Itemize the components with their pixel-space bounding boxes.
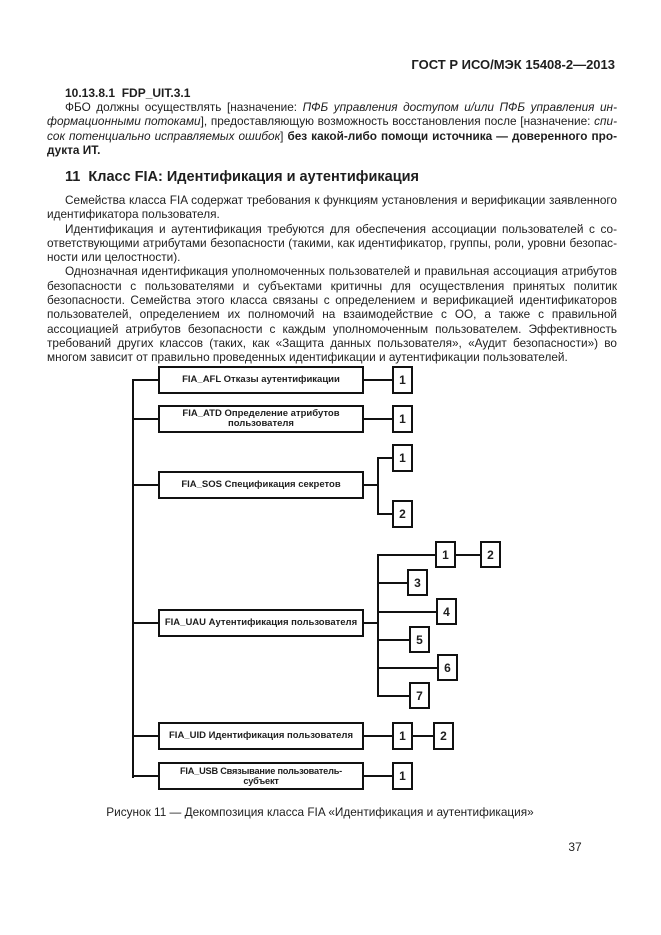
connector-line: [364, 775, 392, 777]
intro-seg-4-italic: спи­сок потенциально исправляемых ошибок: [47, 114, 617, 143]
connector-line: [377, 611, 436, 613]
connector-line: [364, 418, 392, 420]
family-box-fia-uid: FIA_UID Идентификация пользователя: [158, 722, 364, 750]
chapter-paragraph-3: Однозначная идентификация уполномоченных…: [47, 264, 617, 365]
connector-line: [377, 554, 435, 556]
connector-line: [377, 457, 392, 459]
component-box-fia-uau-6: 6: [437, 654, 458, 681]
component-box-fia-uid-1: 1: [392, 722, 413, 750]
chapter-heading: 11 Класс FIA: Идентификация и аутентифик…: [65, 169, 419, 185]
chapter-paragraph-1: Семейства класса FIA содержат требования…: [47, 193, 617, 222]
connector-line: [132, 484, 158, 486]
connector-line: [364, 735, 392, 737]
intro-seg-1: ФБО должны осуществлять [назначение:: [65, 100, 303, 114]
class-decomposition-diagram: FIA_AFL Отказы аутентификации 1 FIA_ATD …: [0, 360, 661, 806]
connector-line: [364, 622, 378, 624]
connector-line: [364, 379, 392, 381]
connector-line: [377, 457, 379, 515]
family-box-fia-atd: FIA_ATD Определение атрибутов пользовате…: [158, 405, 364, 433]
intro-seg-2-italic: ПФБ управления доступом и/или ПФБ управл…: [47, 100, 617, 129]
component-box-fia-afl-1: 1: [392, 366, 413, 394]
intro-seg-6-bold: без какой-либо помощи источника — довере…: [47, 128, 617, 157]
connector-line: [132, 379, 158, 381]
connector-line: [377, 667, 437, 669]
intro-seg-3: ], предоставляющую возможность восстанов…: [200, 114, 595, 129]
figure-caption: Рисунок 11 — Декомпозиция класса FIA «Ид…: [106, 805, 534, 819]
running-head: ГОСТ Р ИСО/МЭК 15408-2—2013: [411, 57, 615, 72]
connector-line: [132, 775, 158, 777]
component-box-fia-sos-1: 1: [392, 444, 413, 472]
connector-line: [377, 639, 409, 641]
connector-line: [377, 513, 392, 515]
connector-line: [132, 735, 158, 737]
connector-line: [456, 554, 480, 556]
component-box-fia-uau-3: 3: [407, 569, 428, 596]
intro-paragraph: ФБО должны осуществлять [назначение: ПФБ…: [47, 100, 617, 157]
connector-line: [132, 418, 158, 420]
family-box-fia-usb: FIA_USB Связывание пользователь-субъект: [158, 762, 364, 790]
connector-line: [377, 695, 409, 697]
section-heading: 10.13.8.1 FDP_UIT.3.1: [65, 86, 191, 100]
connector-line: [377, 554, 379, 697]
chapter-body: Семейства класса FIA содержат требования…: [47, 193, 617, 365]
connector-line: [132, 622, 158, 624]
component-box-fia-uau-7: 7: [409, 682, 430, 709]
component-box-fia-uau-1: 1: [435, 541, 456, 568]
component-box-fia-atd-1: 1: [392, 405, 413, 433]
chapter-paragraph-2: Идентификация и аутентификация требуются…: [47, 221, 617, 265]
component-box-fia-uau-2: 2: [480, 541, 501, 568]
component-box-fia-uau-5: 5: [409, 626, 430, 653]
family-box-fia-sos: FIA_SOS Спецификация секретов: [158, 471, 364, 499]
intro-seg-5: ]: [280, 128, 288, 143]
connector-line: [377, 582, 407, 584]
component-box-fia-uau-4: 4: [436, 598, 457, 625]
component-box-fia-uid-2: 2: [433, 722, 454, 750]
intro-paragraph-block: ФБО должны осуществлять [назначение: ПФБ…: [47, 100, 617, 157]
component-box-fia-sos-2: 2: [392, 500, 413, 528]
page-number: 37: [568, 840, 582, 854]
connector-line: [132, 379, 134, 778]
family-box-fia-uau: FIA_UAU Аутентификация пользователя: [158, 609, 364, 637]
connector-line: [413, 735, 433, 737]
component-box-fia-usb-1: 1: [392, 762, 413, 790]
connector-line: [364, 484, 378, 486]
family-box-fia-afl: FIA_AFL Отказы аутентификации: [158, 366, 364, 394]
